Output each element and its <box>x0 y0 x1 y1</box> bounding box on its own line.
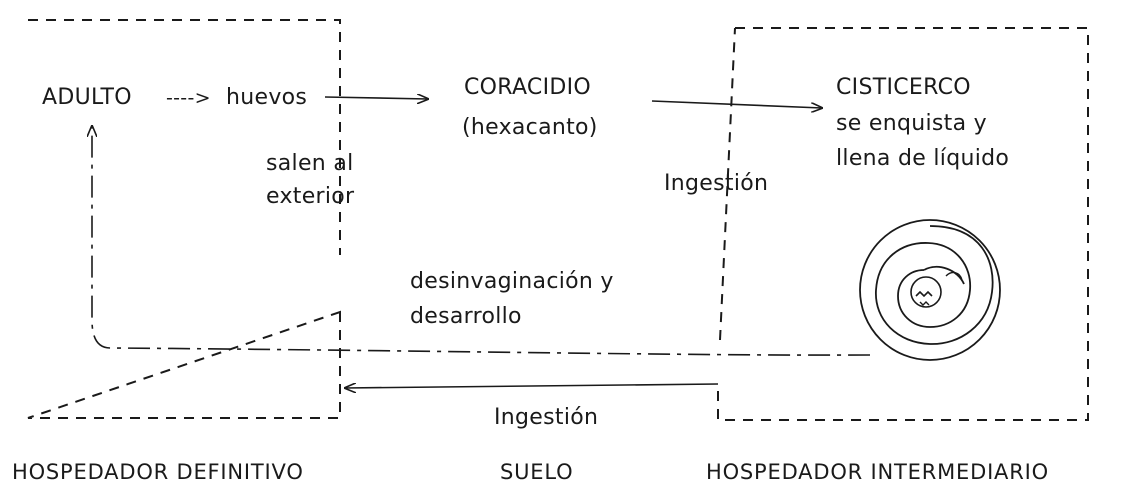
adult-label: ADULTO <box>42 85 132 110</box>
dashed-arrow-text: ----> <box>166 87 211 109</box>
encyst-label-line1: se enquista y <box>836 111 987 136</box>
ingestion-bottom-arrow <box>345 384 719 388</box>
coracidium-to-cysticercus-arrow <box>651 100 822 108</box>
devagination-label-line2: desarrollo <box>410 304 522 329</box>
eggs-label: huevos <box>226 85 308 110</box>
soil-caption: SUELO <box>500 460 574 484</box>
exit-label-line1: salen al <box>266 151 354 176</box>
ingestion-top-label: Ingestión <box>664 171 769 196</box>
intermediate-host-caption: HOSPEDADOR INTERMEDIARIO <box>706 460 1049 484</box>
exit-label-line2: exterior <box>266 184 355 209</box>
intermediate-host-box <box>717 27 1089 421</box>
definitive-host-box <box>27 19 341 419</box>
coracidium-label: CORACIDIO <box>464 75 592 100</box>
devagination-label-line1: desinvaginación y <box>410 269 614 294</box>
definitive-host-caption: HOSPEDADOR DEFINITIVO <box>12 460 304 484</box>
cysticercus-drawing <box>859 219 1001 361</box>
ingestion-bottom-label: Ingestión <box>494 405 599 430</box>
hexacanth-label: (hexacanto) <box>462 115 598 140</box>
cysticercus-label: CISTICERCO <box>836 75 971 100</box>
development-return-arrow <box>92 126 871 356</box>
eggs-to-coracidium-arrow <box>324 97 428 99</box>
encyst-label-line2: llena de líquido <box>836 146 1010 171</box>
